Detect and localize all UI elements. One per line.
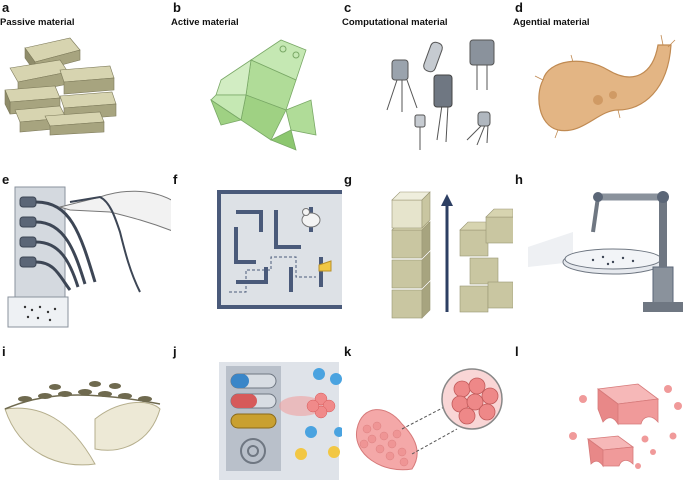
panel-j: j bbox=[171, 344, 342, 504]
cell-sorting-icon bbox=[219, 362, 342, 480]
panel-h: h bbox=[513, 172, 684, 332]
electrode-hand-icon bbox=[7, 186, 171, 328]
stone-blocks-icon bbox=[4, 37, 117, 136]
panel-letter: k bbox=[344, 344, 352, 359]
panel-title: Passive material bbox=[0, 17, 75, 28]
panel-i: i bbox=[0, 344, 171, 504]
panel-letter: i bbox=[2, 344, 6, 359]
panel-letter: f bbox=[173, 172, 178, 187]
panel-a: a Passive material bbox=[0, 0, 171, 160]
stacked-cubes-icon bbox=[391, 191, 513, 319]
panel-e: e bbox=[0, 172, 171, 332]
ant-bridge-icon bbox=[4, 381, 161, 466]
tissue-construct-icon bbox=[569, 383, 682, 469]
panel-letter: h bbox=[515, 172, 523, 187]
panel-title: Computational material bbox=[342, 17, 448, 28]
worm-icon bbox=[534, 34, 676, 139]
cell-sphere-icon bbox=[356, 368, 503, 471]
panel-f: f bbox=[171, 172, 342, 332]
panel-c: c Computational material bbox=[342, 0, 513, 160]
transistors-icon bbox=[386, 39, 495, 150]
panel-letter: d bbox=[515, 0, 523, 15]
panel-letter: e bbox=[2, 172, 10, 187]
panel-b: b Active material bbox=[171, 0, 342, 160]
panel-letter: b bbox=[173, 0, 181, 15]
panel-k: k bbox=[342, 344, 513, 504]
panel-d: d Agential material bbox=[513, 0, 684, 160]
origami-frog-icon bbox=[210, 39, 317, 151]
panel-l: l bbox=[513, 344, 684, 504]
maze-mouse-icon bbox=[217, 190, 342, 309]
panel-title: Agential material bbox=[513, 17, 590, 28]
panel-letter: j bbox=[173, 344, 177, 359]
panel-letter: c bbox=[344, 0, 352, 15]
panel-title: Active material bbox=[171, 17, 239, 28]
panel-letter: a bbox=[2, 0, 10, 15]
panel-letter: g bbox=[344, 172, 352, 187]
panel-g: g bbox=[342, 172, 513, 332]
robot-arm-icon bbox=[528, 191, 683, 312]
panel-letter: l bbox=[515, 344, 519, 359]
